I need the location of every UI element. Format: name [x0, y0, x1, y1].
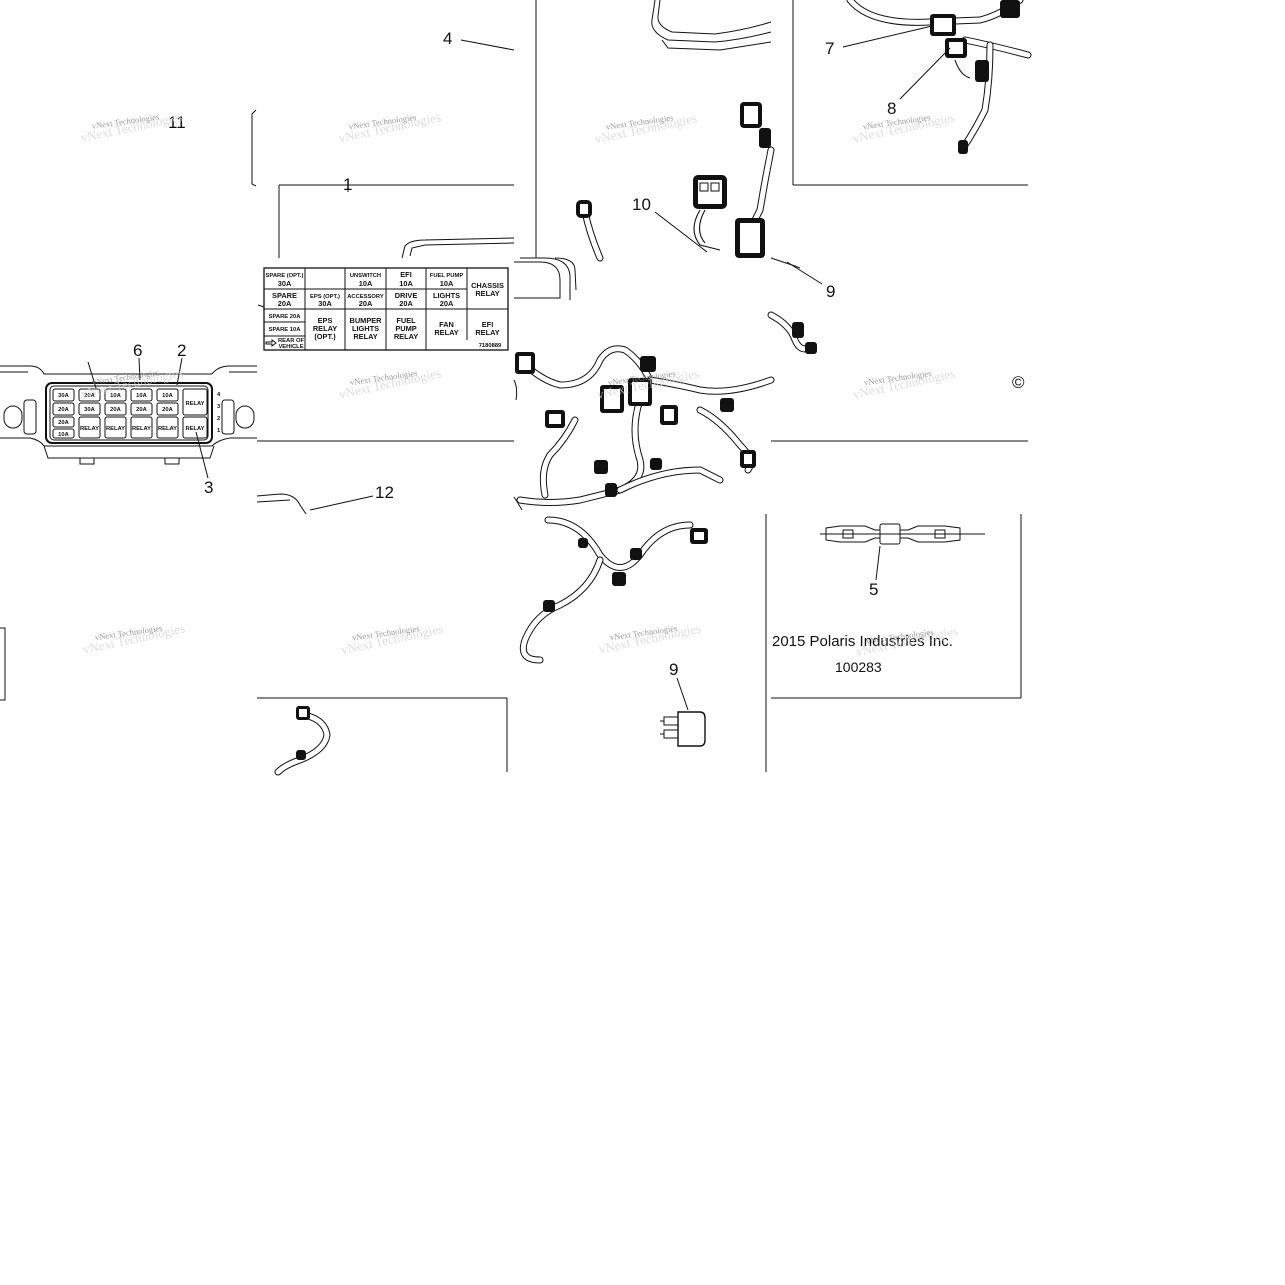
callout-7: 7 [825, 39, 834, 58]
relay-cells: RELAY 20A 10A RELAY RELAY RELAY RELAY RE… [52, 388, 208, 439]
tile-frames [0, 0, 1028, 772]
fuse-r2-c4: 20A [136, 407, 147, 413]
copyright-notice: 2015 Polaris Industries Inc. [772, 633, 953, 650]
fuse-efi-amp: 10A [399, 279, 413, 288]
fuse-eps-amp: 30A [318, 299, 332, 308]
copyright-symbol: © [1012, 373, 1025, 392]
side-digit-3: 3 [217, 404, 221, 410]
fuse-fuel-pump-label: FUEL PUMP [430, 273, 464, 279]
bumper-relay-line2: LIGHTS [352, 324, 379, 333]
efi-relay-line2: RELAY [475, 328, 499, 337]
inline-fuse-5 [820, 523, 985, 581]
fuse-spare-label: SPARE [272, 291, 297, 300]
fuse-r1-c3: 10A [110, 393, 121, 399]
relay-3: RELAY [132, 426, 151, 432]
harness-right-middle [767, 257, 823, 354]
fuse-spare-opt-amp: 30A [278, 279, 292, 288]
side-digit-1: 1 [217, 428, 221, 434]
connector-9 [660, 711, 706, 747]
fan-relay-line1: FAN [439, 320, 454, 329]
callout-5: 5 [869, 580, 878, 599]
rear-of-vehicle-line1: REAR OF [278, 338, 305, 344]
part-number: 100283 [835, 659, 882, 675]
fuse-lights-label: LIGHTS [433, 291, 460, 300]
fuse-drive-amp: 20A [399, 299, 413, 308]
fan-relay-line2: RELAY [434, 328, 458, 337]
eps-relay-line2: RELAY [313, 324, 337, 333]
fuse-row-1: 30A 20A 10A 10A 10A [52, 388, 179, 402]
harness-top-center [576, 0, 775, 262]
spare-10a: SPARE 10A [269, 327, 302, 333]
fuse-fuel-pump-amp: 10A [440, 279, 454, 288]
main-harness [514, 257, 775, 664]
callout-2: 2 [177, 341, 186, 360]
harness-top-right [846, 0, 1032, 154]
callout-8: 8 [887, 99, 896, 118]
spare-20a: SPARE 20A [269, 314, 302, 320]
fuse-r2-c5: 20A [162, 407, 173, 413]
fuse-r2-c3: 20A [110, 407, 121, 413]
fuel-pump-relay-line2: PUMP [395, 324, 416, 333]
bumper-relay-line3: RELAY [353, 332, 377, 341]
callout-4: 4 [443, 29, 452, 48]
fuse-r2-c2: 30A [84, 407, 95, 413]
callout-12: 12 [375, 483, 394, 502]
fuel-pump-relay-line1: FUEL [396, 316, 416, 325]
harness-bottom-left [274, 706, 331, 776]
callout-11: 11 [168, 113, 186, 132]
eps-relay-line1: EPS [318, 316, 333, 325]
fuse-r1-c4: 10A [136, 393, 147, 399]
fuse-block: 30A 20A 10A 10A 10A 20A 30A 20A 20A 20A … [0, 365, 257, 465]
watermarks: vNext Technologies vNext Technologies vN… [79, 109, 959, 659]
fuse-r1-c1: 30A [58, 393, 69, 399]
fuse-r4-c1: 10A [58, 432, 69, 438]
fuse-row-2: 20A 30A 20A 20A 20A [52, 402, 179, 416]
fuse-r3-c1: 20A [58, 420, 69, 426]
chassis-relay-line2: RELAY [475, 289, 499, 298]
side-digit-2: 2 [217, 416, 220, 422]
fuse-r1-c2: 20A [84, 393, 95, 399]
relay-5: RELAY [185, 426, 204, 432]
relay-1: RELAY [80, 426, 99, 432]
callout-6: 6 [133, 341, 142, 360]
callout-1: 1 [343, 175, 352, 194]
relay-4: RELAY [158, 426, 177, 432]
fuse-accessory-label: ACCESSORY [347, 294, 384, 300]
fuel-pump-relay-line3: RELAY [394, 332, 418, 341]
relay-top: RELAY [185, 401, 204, 407]
callout-10: 10 [632, 195, 651, 214]
fuse-drive-label: DRIVE [395, 291, 418, 300]
fuse-label-decal: SPARE (OPT.) 30A UNSWITCH 10A EFI 10A FU… [257, 267, 509, 351]
fuse-accessory-amp: 20A [359, 299, 373, 308]
bumper-relay-line1: BUMPER [349, 316, 382, 325]
callout-9-lower: 9 [669, 660, 678, 679]
efi-relay-line1: EFI [482, 320, 494, 329]
callout-3: 3 [204, 478, 213, 497]
fuse-unswitch-label: UNSWITCH [350, 273, 381, 279]
side-digit-4: 4 [217, 392, 221, 398]
relay-2: RELAY [106, 426, 125, 432]
fuse-spare-amp: 20A [278, 299, 292, 308]
eps-relay-line3: (OPT.) [314, 332, 336, 341]
callout-9-upper: 9 [826, 282, 835, 301]
rear-of-vehicle-line2: VEHICLE [278, 344, 303, 350]
chassis-relay-line1: CHASSIS [471, 281, 504, 290]
fuse-r2-c1: 20A [58, 407, 69, 413]
fuse-unswitch-amp: 10A [359, 279, 373, 288]
fuse-eps-label: EPS (OPT.) [310, 294, 340, 300]
decal-code: 7180889 [479, 343, 502, 349]
fuse-lights-amp: 20A [440, 299, 454, 308]
fuse-spare-opt-label: SPARE (OPT.) [266, 273, 304, 279]
fuse-r1-c5: 10A [162, 393, 173, 399]
fuse-efi-label: EFI [400, 270, 412, 279]
